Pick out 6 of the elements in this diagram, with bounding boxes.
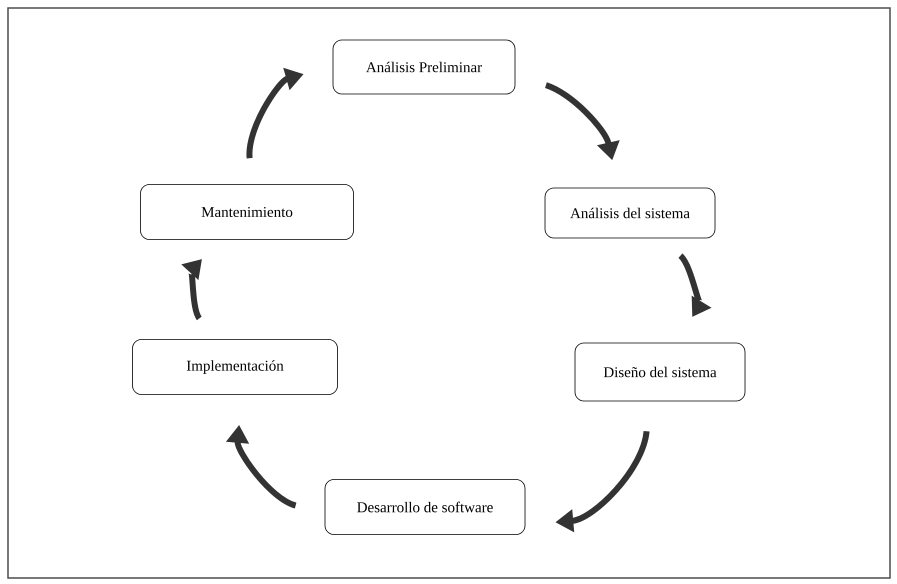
process-box: Diseño del sistema xyxy=(574,342,746,402)
process-box: Análisis del sistema xyxy=(544,188,716,238)
process-box: Desarrollo de software xyxy=(324,479,526,535)
process-box: Análisis Preliminar xyxy=(332,40,516,94)
process-box: Mantenimiento xyxy=(140,184,354,240)
process-box: Implementación xyxy=(132,339,338,395)
